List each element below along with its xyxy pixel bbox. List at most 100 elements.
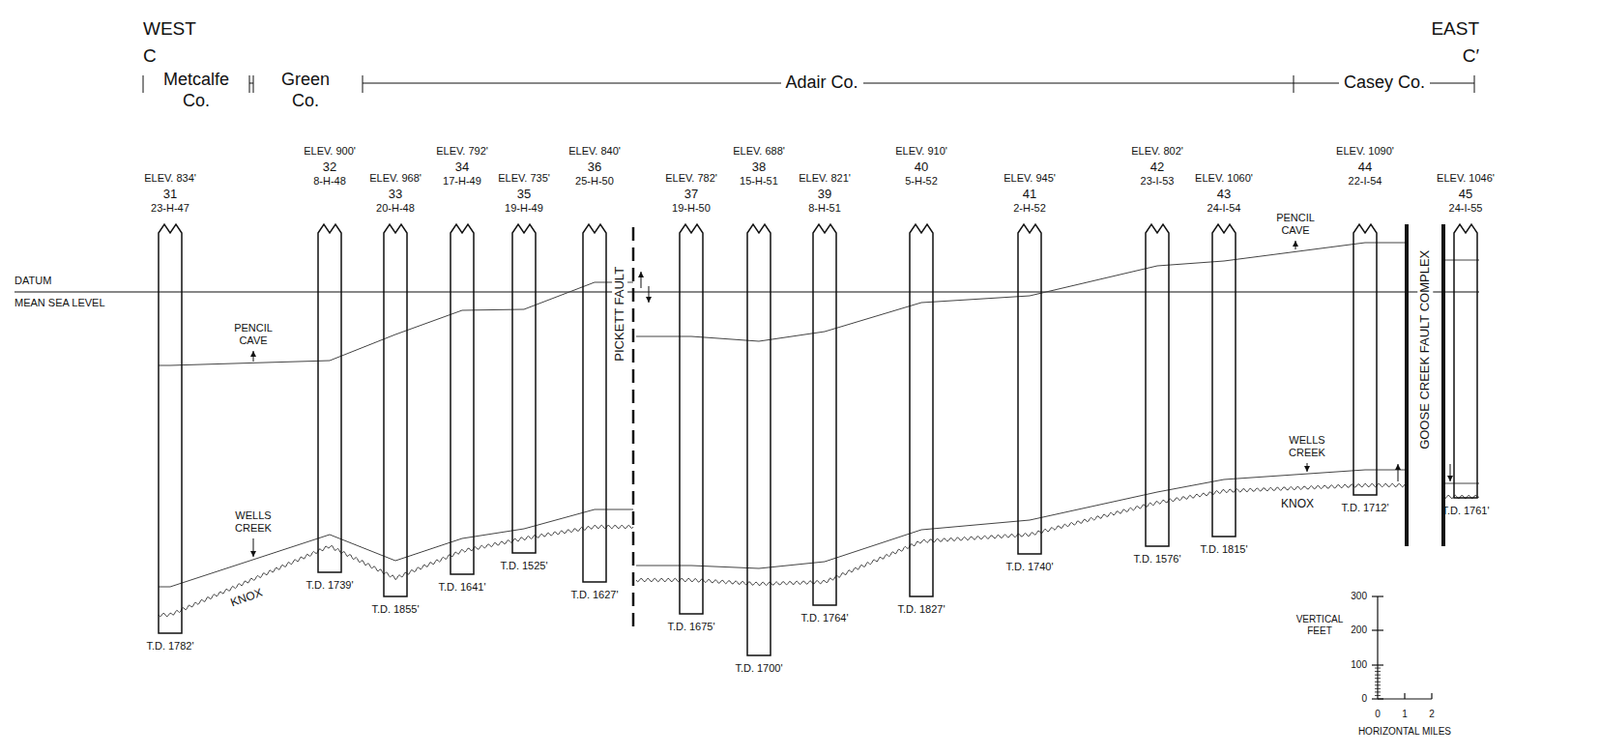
well-elevation: ELEV. 910' <box>895 145 948 158</box>
county-tick <box>1293 75 1295 93</box>
scale-minor-tick <box>1374 684 1381 686</box>
well-number: 43 <box>1217 186 1231 203</box>
scale-minor-tick <box>1374 668 1381 670</box>
county-tick <box>253 75 255 93</box>
wells-creek-horizon <box>1443 483 1480 485</box>
well-column <box>1454 224 1478 498</box>
well-number: 32 <box>322 159 337 175</box>
well-column <box>383 224 408 597</box>
total-depth: T.D. 1739' <box>305 579 353 592</box>
total-depth: T.D. 1740' <box>1005 560 1053 574</box>
well-number: 42 <box>1150 159 1164 175</box>
formation-label: WELLS CREEK <box>1285 434 1330 460</box>
total-depth: T.D. 1764' <box>800 611 848 625</box>
formation-label: WELLS CREEK <box>232 509 276 535</box>
knox-unconformity <box>636 483 1407 585</box>
county-name: Metcalfe Co. <box>150 69 243 112</box>
well-column <box>909 224 933 597</box>
scale-minor-tick <box>1374 677 1381 679</box>
well-column <box>813 224 837 606</box>
formation-label: PENCIL CAVE <box>229 321 278 348</box>
well-number: 44 <box>1358 159 1372 175</box>
well-location: 23-I-53 <box>1140 174 1175 188</box>
county-tick <box>1474 75 1476 93</box>
wells-creek-horizon <box>158 509 634 587</box>
well-column <box>158 224 182 634</box>
well-number: 31 <box>163 186 177 203</box>
total-depth: T.D. 1576' <box>1133 552 1181 566</box>
total-depth: T.D. 1712' <box>1340 501 1389 515</box>
total-depth: T.D. 1827' <box>897 603 945 616</box>
scale-tick <box>1371 629 1384 631</box>
formation-label: KNOX <box>229 584 265 610</box>
well-number: 39 <box>817 186 832 203</box>
total-depth: T.D. 1627' <box>570 588 618 602</box>
well-number: 41 <box>1022 186 1037 203</box>
pencil-cave-horizon <box>1443 260 1480 262</box>
well-elevation: ELEV. 802' <box>1131 145 1184 158</box>
well-elevation: ELEV. 900' <box>303 145 356 158</box>
well-number: 45 <box>1458 186 1473 203</box>
total-depth: T.D. 1761' <box>1441 504 1489 518</box>
well-location: 19-H-50 <box>671 202 711 215</box>
direction-label: WEST <box>143 18 197 41</box>
well-column <box>1353 224 1377 495</box>
scale-value: 200 <box>1350 624 1368 637</box>
well-location: 22-I-54 <box>1348 174 1383 188</box>
pencil-cave-horizon <box>636 242 1407 342</box>
total-depth: T.D. 1815' <box>1199 543 1248 556</box>
scale-minor-tick <box>1374 688 1381 690</box>
well-column <box>747 224 771 656</box>
well-column <box>318 224 342 573</box>
fault-arrow-head <box>1395 464 1401 470</box>
horizon-pointer-head <box>250 551 257 557</box>
well-column <box>1145 224 1169 547</box>
well-number: 33 <box>388 186 403 203</box>
fault-arrow-head <box>645 296 652 303</box>
scale-minor-tick <box>1374 674 1381 676</box>
well-column <box>450 224 474 575</box>
well-location: 5-H-52 <box>904 174 938 188</box>
well-column <box>679 224 703 614</box>
well-column <box>582 224 607 582</box>
well-column <box>512 224 536 553</box>
county-name: Green Co. <box>271 69 340 112</box>
well-number: 36 <box>587 159 602 175</box>
total-depth: T.D. 1782' <box>145 640 194 653</box>
county-tick <box>143 75 145 93</box>
pencil-cave-horizon <box>158 282 634 366</box>
datum-label: DATUM <box>14 274 52 288</box>
scale-minor-tick <box>1374 681 1381 683</box>
well-location: 15-H-51 <box>739 174 779 188</box>
well-elevation: ELEV. 1060' <box>1194 172 1253 185</box>
datum-label: MEAN SEA LEVEL <box>14 296 106 310</box>
fault-arrow-head <box>638 271 644 278</box>
section-letter: C′ <box>1462 45 1480 68</box>
well-elevation: ELEV. 1046' <box>1436 172 1495 185</box>
pickett-fault <box>632 227 636 629</box>
knox-unconformity <box>158 524 634 617</box>
scale-title: HORIZONTAL MILES <box>1358 726 1452 738</box>
fault-label: GOOSE CREEK FAULT COMPLEX <box>1417 245 1433 455</box>
well-elevation: ELEV. 834' <box>144 172 197 185</box>
well-location: 24-I-55 <box>1449 202 1484 215</box>
county-bracket <box>249 83 254 85</box>
scale-value: 0 <box>1361 693 1368 705</box>
well-location: 25-H-50 <box>575 174 614 188</box>
scale-minor-tick <box>1374 695 1381 697</box>
well-location: 2-H-52 <box>1013 202 1047 215</box>
county-tick <box>362 75 364 93</box>
well-number: 40 <box>914 159 929 175</box>
total-depth: T.D. 1855' <box>371 603 419 616</box>
scale-value: 100 <box>1350 659 1368 671</box>
section-letter: C <box>143 45 157 68</box>
direction-label: EAST <box>1430 18 1480 41</box>
well-location: 24-I-54 <box>1207 202 1242 215</box>
well-elevation: ELEV. 735' <box>497 172 551 185</box>
horizon-pointer-head <box>250 350 257 357</box>
scale-value: 300 <box>1350 590 1368 603</box>
well-elevation: ELEV. 840' <box>568 145 621 158</box>
county-name: Casey Co. <box>1338 72 1430 94</box>
well-elevation: ELEV. 1090' <box>1336 145 1395 158</box>
